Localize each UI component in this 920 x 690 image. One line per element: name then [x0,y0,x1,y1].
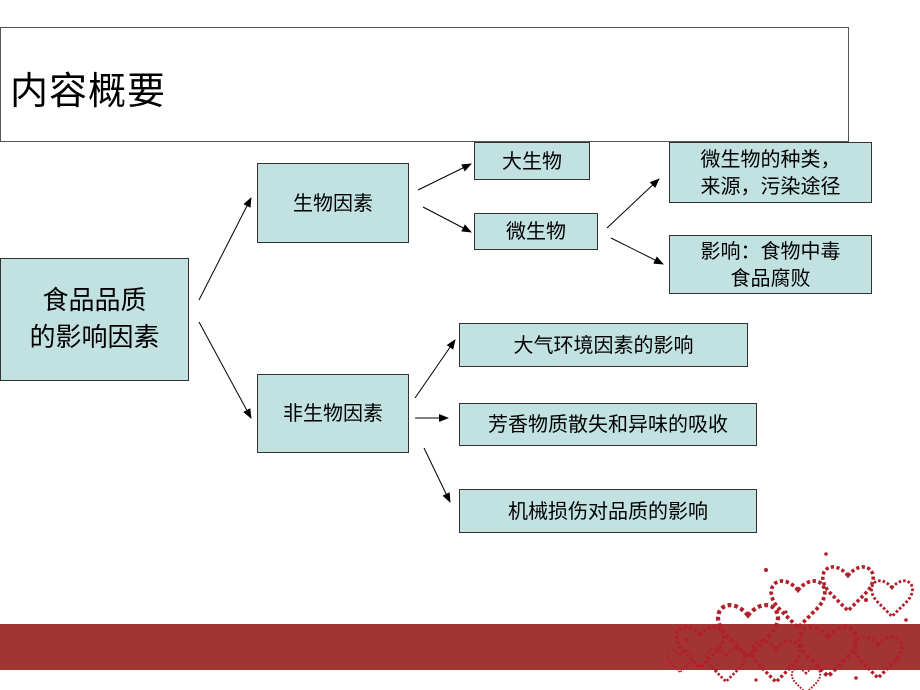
node-atmos: 大气环境因素的影响 [459,323,748,367]
node-micro-types-label: 微生物的种类， 来源，污染途径 [700,146,841,198]
node-bio: 生物因素 [257,163,409,243]
node-macro-label: 大生物 [502,148,562,173]
node-effects: 影响：食物中毒 食品腐败 [669,235,872,294]
node-bio-label: 生物因素 [293,190,373,215]
node-abio-label: 非生物因素 [283,401,383,425]
page-title: 内容概要 [10,69,167,113]
arrow-root-bio [198,197,252,301]
node-aroma: 芳香物质散失和异味的吸收 [459,403,757,446]
hearts-decoration-icon [666,552,914,690]
title-box [0,27,849,142]
node-abio: 非生物因素 [257,374,409,453]
arrow-micro-effects [610,237,664,265]
arrow-bio-macro [417,163,472,191]
arrow-abio-mech [423,447,451,503]
node-effects-label: 影响：食物中毒 食品腐败 [700,238,841,290]
node-micro-label: 微生物 [506,219,566,243]
footer-bar [0,624,920,670]
node-macro: 大生物 [474,142,590,180]
node-atmos-label: 大气环境因素的影响 [513,332,694,357]
arrow-bio-micro [422,206,472,233]
node-root: 食品品质 的影响因素 [0,258,189,381]
node-root-label: 食品品质 的影响因素 [29,286,160,353]
arrow-root-abio [198,321,252,419]
node-aroma-label: 芳香物质散失和异味的吸收 [488,412,728,436]
node-micro: 微生物 [474,213,598,250]
arrow-micro-types [606,178,660,229]
node-micro-types: 微生物的种类， 来源，污染途径 [669,142,872,203]
node-mech-label: 机械损伤对品质的影响 [508,498,708,523]
node-mech: 机械损伤对品质的影响 [459,489,757,533]
arrow-abio-atmos [414,339,456,399]
